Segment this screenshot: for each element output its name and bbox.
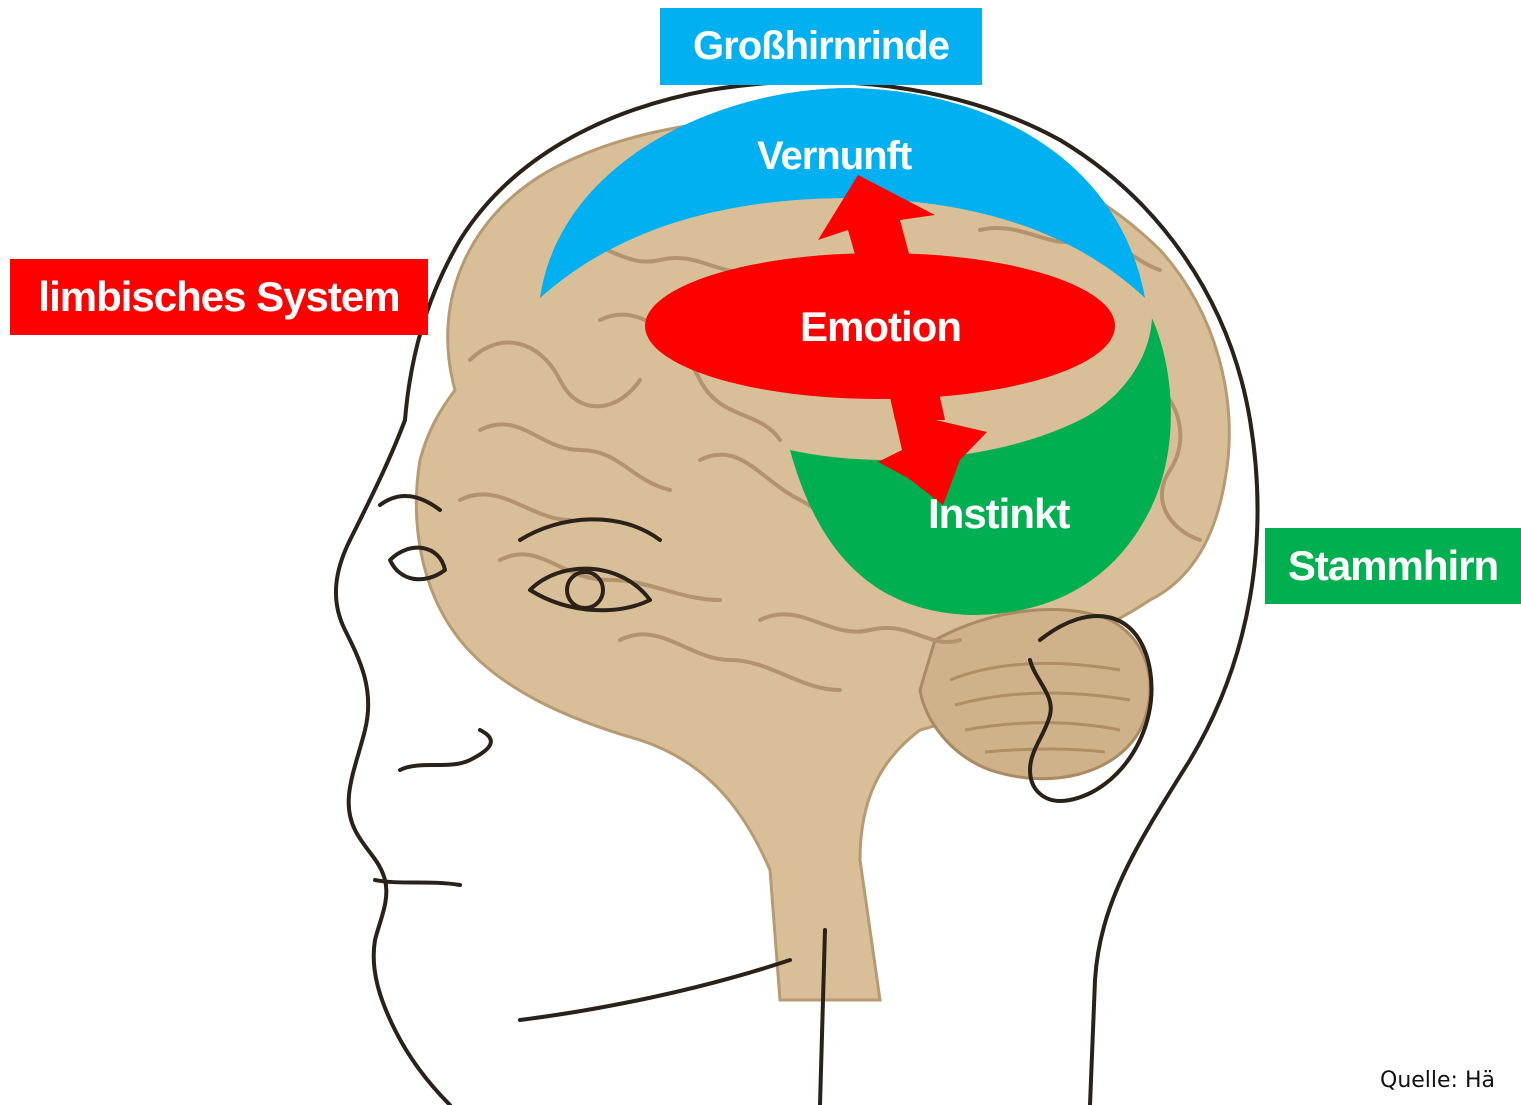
source-note: Quelle: Hä (1380, 1068, 1495, 1093)
cortex-label: Großhirnrinde (660, 8, 982, 85)
brainstem-label: Stammhirn (1265, 528, 1521, 604)
nose-line (400, 730, 491, 770)
emotion-label: Emotion (800, 303, 961, 351)
reason-label: Vernunft (757, 134, 911, 179)
jaw-line (520, 960, 790, 1020)
limbic-system-label: limbisches System (10, 259, 428, 335)
instinct-label: Instinkt (928, 490, 1069, 538)
